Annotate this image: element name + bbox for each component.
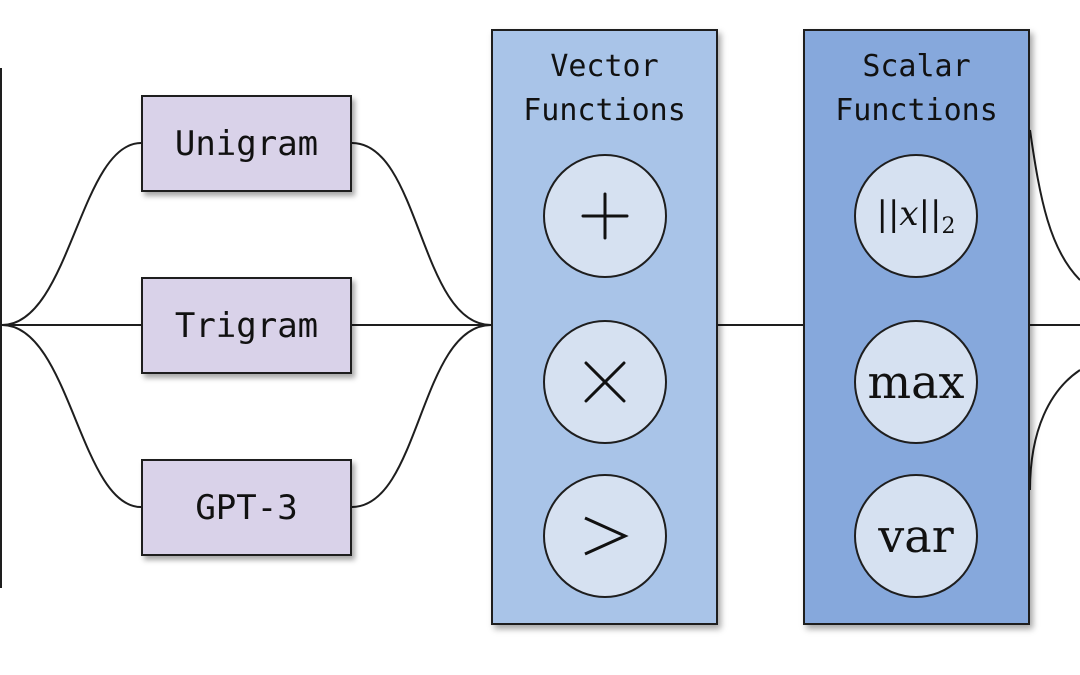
vector-functions-panel: Vector Functions (491, 29, 718, 625)
model-trigram-label: Trigram (174, 305, 319, 346)
max-function: max (854, 320, 978, 444)
max-label: max (867, 355, 965, 409)
scalar-title-line2: Functions (835, 93, 998, 128)
l2-norm-function: ||x||2 (854, 154, 978, 278)
input-node-edge (0, 68, 2, 588)
model-unigram: Unigram (141, 95, 352, 192)
times-icon (543, 320, 667, 444)
var-label: var (878, 509, 954, 563)
scalar-title-line1: Scalar (862, 49, 971, 84)
connector-gpt3-vector (351, 324, 492, 508)
vector-title-line2: Functions (523, 93, 686, 128)
vector-title-line1: Vector (550, 49, 659, 84)
model-gpt3-label: GPT-3 (195, 487, 298, 528)
l2-norm-label: ||x||2 (876, 193, 956, 239)
scalar-functions-panel: Scalar Functions ||x||2 max var (803, 29, 1030, 625)
model-gpt3: GPT-3 (141, 459, 352, 556)
connector-unigram-vector (351, 142, 492, 326)
var-function: var (854, 474, 978, 598)
scalar-functions-title: Scalar Functions (805, 45, 1028, 133)
greater-than-icon (543, 474, 667, 598)
model-unigram-label: Unigram (174, 123, 319, 164)
connector-input-unigram (1, 142, 142, 326)
vector-functions-title: Vector Functions (493, 45, 716, 133)
connector-scalar-out-bottom (1029, 369, 1080, 491)
plus-icon (543, 154, 667, 278)
connector-input-gpt3 (1, 324, 142, 508)
connector-scalar-out-top (1029, 129, 1080, 281)
model-trigram: Trigram (141, 277, 352, 374)
